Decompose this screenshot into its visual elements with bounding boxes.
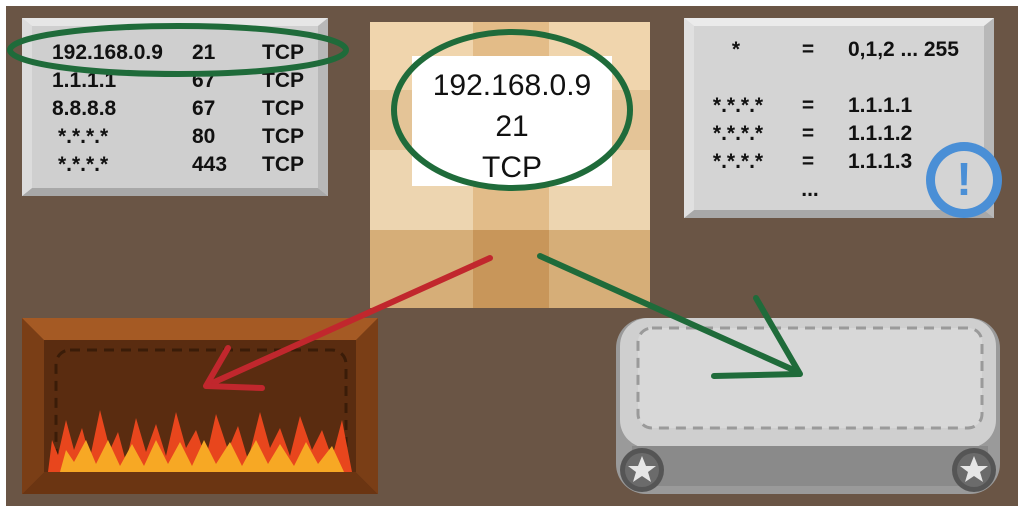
alert-symbol: ! <box>956 153 971 205</box>
wildcard-right: 1.1.1.2 <box>848 122 912 145</box>
rule-row-protocol: TCP <box>262 97 304 120</box>
packet-port: 21 <box>495 110 528 143</box>
reject-arrow <box>203 255 493 391</box>
rule-row-ip: *.*.*.* <box>58 125 109 148</box>
fire-icon <box>22 318 378 494</box>
rules-table: 192.168.0.9 21 TCP 1.1.1.1 67 TCP 8.8.8.… <box>7 18 349 196</box>
wildcard-left: *.*.*.* <box>713 122 764 145</box>
rule-row-protocol: TCP <box>262 125 304 148</box>
wildcard-right: 1.1.1.1 <box>848 94 913 117</box>
wildcard-left: * <box>732 38 741 61</box>
packet-label <box>412 56 612 186</box>
rule-row-port: 80 <box>192 125 215 148</box>
conveyor-belt-icon <box>616 318 1000 494</box>
wildcard-eq: = <box>802 38 814 61</box>
rule-row-protocol: TCP <box>262 41 304 64</box>
wildcard-eq: = <box>802 94 814 117</box>
conveyor-wheel-right <box>952 448 996 492</box>
wildcard-right: 0,1,2 ... 255 <box>848 38 959 61</box>
packet-highlight <box>391 29 633 191</box>
rule-row-ip: 8.8.8.8 <box>52 97 117 120</box>
rule-row-ip: *.*.*.* <box>58 153 109 176</box>
conveyor-wheel-left <box>620 448 664 492</box>
wildcard-note: * = 0,1,2 ... 255 *.*.*.* = 1.1.1.1 *.*.… <box>684 18 1002 218</box>
matched-rule-highlight <box>7 23 349 77</box>
rule-row-ip: 192.168.0.9 <box>52 41 163 64</box>
rule-row-ip: 1.1.1.1 <box>52 69 117 92</box>
wildcard-ellipsis: ... <box>801 178 819 201</box>
rule-row-port: 21 <box>192 41 216 64</box>
wildcard-left: *.*.*.* <box>713 150 764 173</box>
packet-protocol: TCP <box>482 151 542 184</box>
wildcard-right: 1.1.1.3 <box>848 150 912 173</box>
packet-ip: 192.168.0.9 <box>433 69 591 102</box>
rule-row-protocol: TCP <box>262 153 304 176</box>
accept-arrow <box>537 253 803 379</box>
rule-row-protocol: TCP <box>262 69 304 92</box>
cardboard-box-icon: 192.168.0.9 21 TCP <box>370 22 650 308</box>
exclamation-circle-icon: ! <box>926 142 1002 218</box>
rule-row-port: 67 <box>192 97 215 120</box>
wildcard-eq: = <box>802 122 814 145</box>
wildcard-left: *.*.*.* <box>713 94 764 117</box>
wildcard-eq: = <box>802 150 814 173</box>
rule-row-port: 443 <box>192 153 227 176</box>
